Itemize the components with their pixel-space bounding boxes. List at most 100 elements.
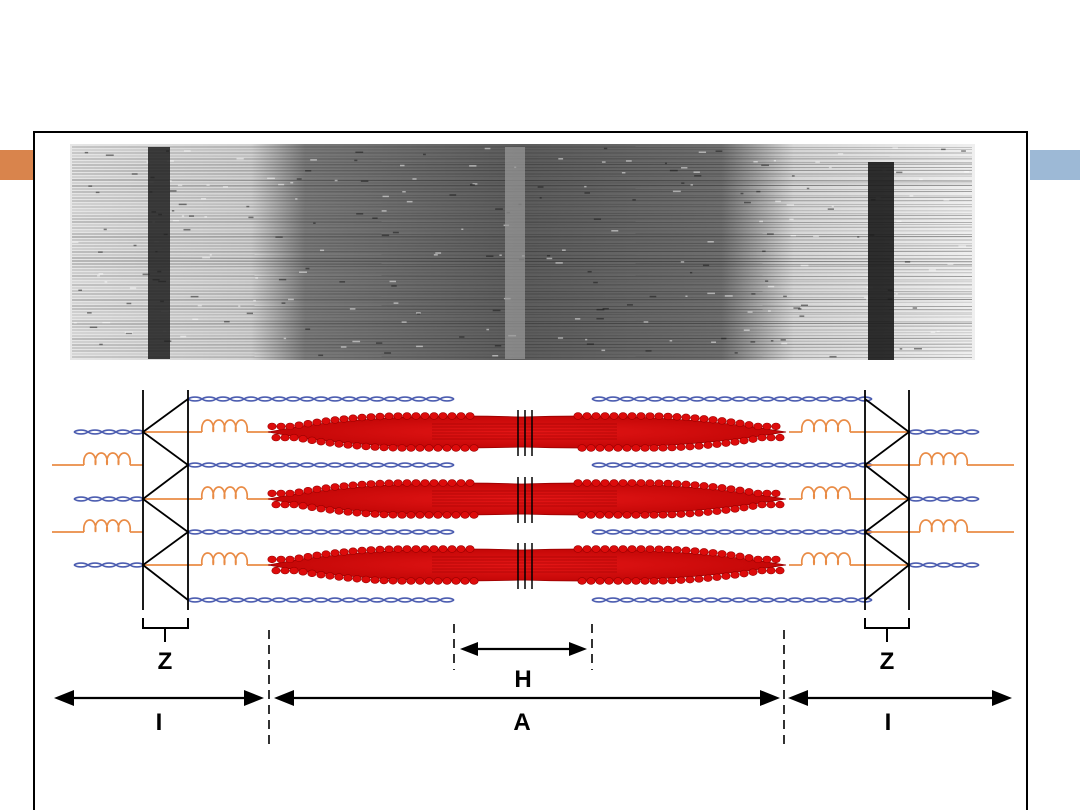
micrograph-grain: [711, 341, 717, 343]
micrograph-grain: [171, 210, 175, 212]
micrograph-grain: [909, 195, 914, 197]
micrograph-grain: [384, 352, 392, 354]
titin-spring-inner-left-2: [201, 486, 248, 500]
micrograph-grain: [494, 345, 502, 347]
micrograph-grain: [715, 150, 723, 152]
micrograph-grain: [131, 173, 138, 175]
titin-spring-inner-right-3: [801, 552, 851, 566]
micrograph-grain: [253, 299, 256, 302]
micrograph-grain: [200, 198, 207, 200]
micrograph-grain: [192, 318, 199, 320]
micrograph-grain: [181, 215, 185, 217]
micrograph-grain: [449, 194, 457, 196]
micrograph-grain: [596, 308, 605, 311]
micrograph-grain: [689, 271, 693, 274]
z-bracket-left: [142, 618, 189, 642]
micrograph-grain: [837, 153, 844, 155]
micrograph-grain: [800, 264, 809, 267]
i-band-arrow-left: [54, 690, 264, 706]
micrograph-grain: [707, 241, 714, 243]
micrograph-grain: [97, 274, 100, 277]
micrograph-grain: [585, 338, 588, 341]
micrograph-grain: [98, 251, 103, 253]
micrograph-grain: [168, 180, 172, 182]
micrograph-grain: [299, 271, 307, 273]
myosin-thick-filament-3: [267, 545, 787, 585]
micrograph-grain: [389, 280, 396, 283]
z-disc-right: [863, 390, 911, 610]
micrograph-grain: [206, 184, 210, 186]
titin-spring-outer-left-2: [83, 519, 131, 533]
micrograph-grain: [546, 257, 553, 260]
micrograph-grain: [930, 331, 936, 334]
micrograph-grain: [681, 167, 688, 169]
micrograph-grain: [183, 228, 191, 231]
micrograph-grain: [669, 339, 673, 342]
micrograph-grain: [126, 302, 132, 305]
micrograph-grain: [283, 337, 287, 340]
micrograph-grain: [288, 298, 294, 301]
m-line-marks: [517, 410, 533, 589]
micrograph-grain: [562, 249, 566, 251]
micrograph-grain: [815, 161, 820, 163]
micrograph-grain: [767, 310, 771, 312]
micrograph-grain: [372, 217, 378, 219]
z-disc-left: [141, 390, 190, 610]
micrograph-grain: [360, 180, 369, 182]
micrograph-grain: [702, 264, 710, 267]
micrograph-grain: [762, 250, 766, 253]
micrograph-grain: [593, 218, 602, 220]
micrograph-grain: [914, 347, 922, 350]
micrograph-grain: [724, 295, 733, 297]
micrograph-grain: [178, 203, 187, 206]
micrograph-z-line-right: [868, 162, 894, 360]
micrograph-grain: [406, 200, 413, 203]
micrograph-grain: [305, 267, 310, 270]
titin-spring-outer-left-1: [83, 452, 131, 466]
micrograph-grain: [356, 213, 364, 215]
micrograph-grain: [681, 182, 685, 184]
micrograph-grain: [601, 349, 606, 352]
micrograph-grain: [685, 295, 688, 298]
micrograph-grain: [857, 236, 860, 238]
micrograph-grain: [747, 311, 753, 313]
micrograph-grain: [423, 153, 426, 156]
micrograph-grain: [320, 249, 325, 252]
micrograph-grain: [584, 185, 587, 188]
micrograph-grain: [459, 336, 465, 338]
micrograph-grain: [707, 292, 715, 295]
micrograph-grain: [721, 337, 727, 340]
micrograph-m-line: [505, 147, 525, 359]
actin-filament-left-3: [187, 529, 455, 535]
micrograph-grain: [275, 236, 283, 238]
micrograph-grain: [645, 350, 652, 352]
z-bracket-right: [864, 618, 910, 642]
micrograph-grain: [318, 354, 324, 357]
actin-filament-outer-left-1: [73, 429, 145, 435]
micrograph-grain: [799, 315, 805, 317]
micrograph-grain: [643, 321, 649, 323]
micrograph-grain: [486, 255, 494, 257]
micrograph-grain: [334, 179, 338, 182]
micrograph-grain: [255, 277, 259, 279]
micrograph-grain: [416, 345, 423, 348]
micrograph-grain: [864, 296, 870, 299]
micrograph-grain: [495, 208, 503, 210]
micrograph-grain: [773, 159, 777, 162]
micrograph-grain: [310, 159, 317, 161]
micrograph-grain: [781, 342, 788, 345]
micrograph-grain: [574, 318, 581, 320]
micrograph-grain: [928, 269, 936, 271]
sarcomere-diagram: Z Z H I A I: [52, 144, 1014, 750]
micrograph-grain: [912, 307, 918, 309]
micrograph-grain: [469, 165, 477, 167]
micrograph-grain: [793, 307, 801, 309]
micrograph-grain: [469, 184, 475, 186]
micrograph-grain: [961, 150, 966, 152]
actin-filament-left-4: [187, 597, 455, 603]
micrograph-grain: [305, 170, 312, 172]
micrograph-grain: [761, 164, 770, 167]
micrograph-grain: [103, 228, 107, 231]
micrograph-grain: [759, 220, 763, 223]
electron-micrograph: [70, 144, 975, 360]
